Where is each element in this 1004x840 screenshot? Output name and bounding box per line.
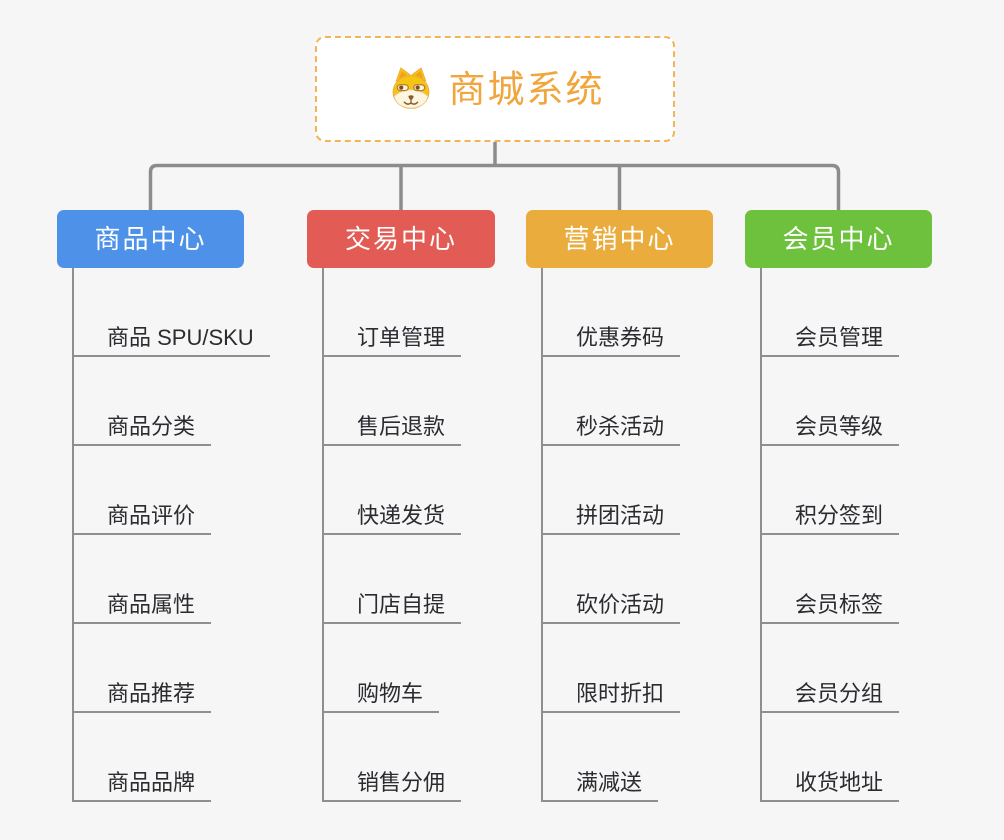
- child-node[interactable]: 拼团活动: [543, 446, 681, 535]
- branch-node-label: 营销中心: [563, 224, 676, 254]
- child-node[interactable]: 砍价活动: [543, 535, 681, 624]
- child-node[interactable]: 限时折扣: [543, 624, 681, 713]
- child-node[interactable]: 售后退款: [324, 357, 462, 446]
- branch-column-member-center: 会员中心 会员管理 会员等级 积分签到 会员标签: [745, 210, 932, 802]
- child-node[interactable]: 收货地址: [762, 713, 900, 802]
- child-node-label: 购物车: [357, 680, 424, 706]
- child-node-label: 会员管理: [795, 324, 884, 350]
- shiba-dog-icon: [392, 67, 429, 109]
- child-node-label: 优惠券码: [576, 324, 665, 350]
- branch-node-marketing-center[interactable]: 营销中心: [526, 210, 713, 268]
- child-node-label: 商品分类: [107, 413, 196, 439]
- trunk-line: [148, 163, 841, 210]
- child-node[interactable]: 商品评价: [74, 446, 212, 535]
- branch-node-product-center[interactable]: 商品中心: [57, 210, 244, 268]
- child-node-label: 会员分组: [795, 680, 884, 706]
- child-node-label: 商品推荐: [107, 680, 196, 706]
- child-node[interactable]: 会员标签: [762, 535, 900, 624]
- child-node-label: 秒杀活动: [576, 413, 665, 439]
- branch-node-trade-center[interactable]: 交易中心: [307, 210, 495, 268]
- branch-column-product-center: 商品中心 商品 SPU/SKU 商品分类 商品评价 商品属性: [57, 210, 270, 802]
- child-node-label: 商品评价: [107, 502, 196, 528]
- child-node-label: 满减送: [576, 769, 643, 795]
- child-node-label: 商品品牌: [107, 769, 196, 795]
- child-node-label: 售后退款: [357, 413, 446, 439]
- child-node-label: 限时折扣: [576, 680, 665, 706]
- child-node[interactable]: 会员等级: [762, 357, 900, 446]
- child-node-label: 积分签到: [795, 502, 884, 528]
- child-node[interactable]: 订单管理: [324, 268, 462, 357]
- child-node[interactable]: 优惠券码: [543, 268, 681, 357]
- child-node-label: 商品属性: [107, 591, 196, 617]
- child-node[interactable]: 商品 SPU/SKU: [74, 268, 270, 357]
- root-node[interactable]: 商城系统: [315, 36, 675, 142]
- child-node-label: 快递发货: [357, 502, 446, 528]
- child-node-label: 销售分佣: [357, 769, 446, 795]
- child-node[interactable]: 会员分组: [762, 624, 900, 713]
- child-node[interactable]: 商品属性: [74, 535, 212, 624]
- child-node[interactable]: 快递发货: [324, 446, 462, 535]
- branch-node-label: 会员中心: [782, 224, 895, 254]
- branch-column-trade-center: 交易中心 订单管理 售后退款 快递发货 门店自提: [307, 210, 495, 802]
- child-node[interactable]: 购物车: [324, 624, 440, 713]
- child-node[interactable]: 商品分类: [74, 357, 212, 446]
- root-node-label: 商城系统: [448, 68, 605, 110]
- child-node-label: 商品 SPU/SKU: [107, 324, 254, 350]
- child-node[interactable]: 会员管理: [762, 268, 900, 357]
- child-node-label: 会员标签: [795, 591, 884, 617]
- child-node-label: 订单管理: [357, 324, 446, 350]
- child-node-list: 会员管理 会员等级 积分签到 会员标签 会员分组: [760, 268, 900, 802]
- child-node-label: 门店自提: [357, 591, 446, 617]
- child-node-label: 砍价活动: [576, 591, 665, 617]
- child-node[interactable]: 商品推荐: [74, 624, 212, 713]
- child-node[interactable]: 积分签到: [762, 446, 900, 535]
- branch-node-label: 交易中心: [344, 224, 457, 254]
- child-node-label: 会员等级: [795, 413, 884, 439]
- child-node[interactable]: 满减送: [543, 713, 659, 802]
- child-node-list: 商品 SPU/SKU 商品分类 商品评价 商品属性 商品推荐: [72, 268, 270, 802]
- child-node[interactable]: 销售分佣: [324, 713, 462, 802]
- child-node-label: 拼团活动: [576, 502, 665, 528]
- branch-node-member-center[interactable]: 会员中心: [745, 210, 932, 268]
- child-node[interactable]: 商品品牌: [74, 713, 212, 802]
- branch-column-marketing-center: 营销中心 优惠券码 秒杀活动 拼团活动 砍价活动: [526, 210, 713, 802]
- child-node-list: 优惠券码 秒杀活动 拼团活动 砍价活动 限时折扣: [541, 268, 681, 802]
- child-node-label: 收货地址: [795, 769, 884, 795]
- branch-node-label: 商品中心: [94, 224, 207, 254]
- child-node-list: 订单管理 售后退款 快递发货 门店自提 购物车 销: [322, 268, 462, 802]
- child-node[interactable]: 秒杀活动: [543, 357, 681, 446]
- child-node[interactable]: 门店自提: [324, 535, 462, 624]
